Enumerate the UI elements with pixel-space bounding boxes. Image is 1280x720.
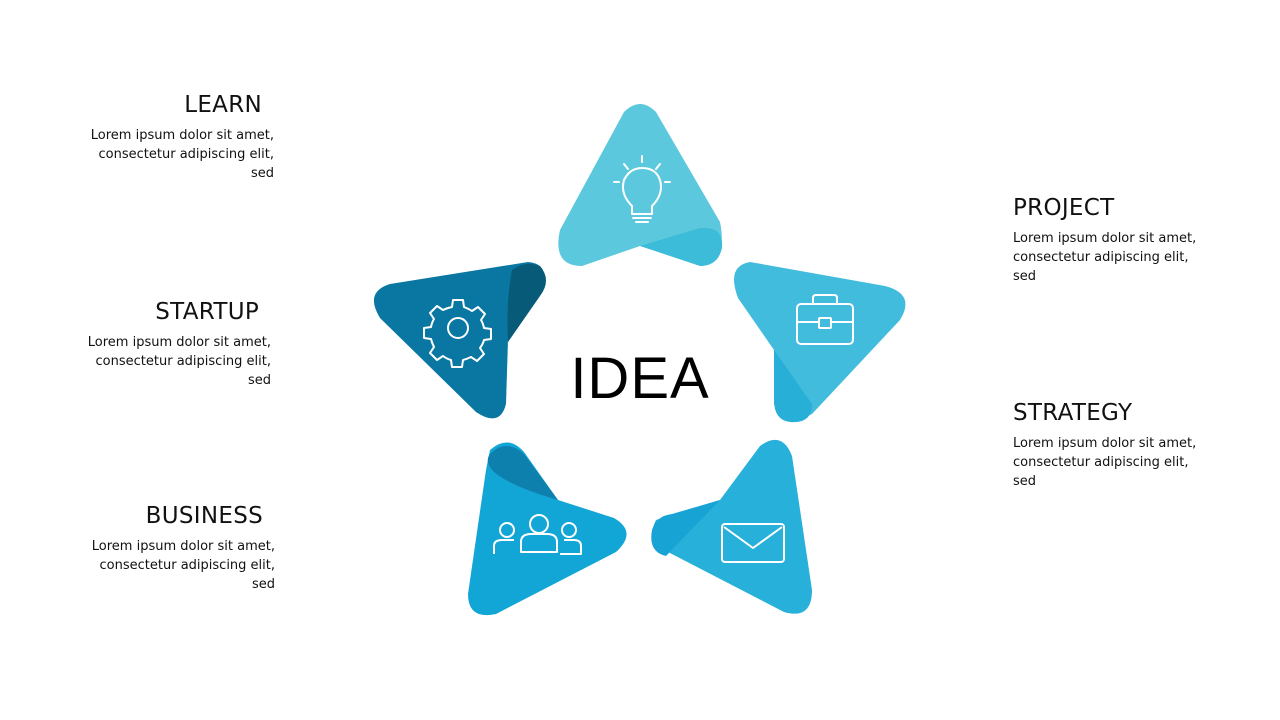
learn-heading: LEARN: [184, 92, 262, 118]
strategy-text: Lorem ipsum dolor sit amet, consectetur …: [1013, 434, 1213, 491]
learn-text-line: Lorem ipsum dolor sit amet,: [90, 128, 274, 143]
business-block: BUSINESS Lorem ipsum dolor sit amet, con…: [75, 503, 275, 594]
project-block: PROJECT Lorem ipsum dolor sit amet, cons…: [1013, 195, 1213, 286]
project-text: Lorem ipsum dolor sit amet, consectetur …: [1013, 229, 1213, 286]
segment-upper-right: [734, 262, 906, 423]
segment-upper-right-fold: [774, 350, 812, 423]
lightbulb-icon: [613, 155, 671, 223]
strategy-text-line: sed: [1013, 474, 1037, 489]
business-text-line: sed: [251, 577, 275, 592]
project-heading: PROJECT: [1013, 195, 1115, 221]
segment-top-shape: [558, 104, 722, 266]
center-idea-label: IDEA: [570, 346, 710, 411]
project-text-line: Lorem ipsum dolor sit amet,: [1013, 231, 1197, 246]
briefcase-icon: [796, 294, 854, 345]
segment-left-fold: [507, 263, 546, 342]
learn-block: LEARN Lorem ipsum dolor sit amet, consec…: [74, 92, 274, 183]
segment-top: [558, 104, 723, 266]
segment-left: [373, 262, 546, 419]
startup-text-line: consectetur adipiscing elit,: [95, 354, 271, 369]
business-text-line: Lorem ipsum dolor sit amet,: [91, 539, 275, 554]
segment-left-shape: [373, 262, 544, 419]
segment-lower-right-shape: [652, 439, 812, 614]
project-text-line: sed: [1013, 269, 1037, 284]
business-heading: BUSINESS: [145, 503, 263, 529]
startup-heading: STARTUP: [155, 299, 259, 325]
startup-text-line: Lorem ipsum dolor sit amet,: [87, 335, 271, 350]
segment-lower-right: [651, 439, 812, 614]
learn-text-line: sed: [250, 166, 274, 181]
project-text-line: consectetur adipiscing elit,: [1013, 250, 1189, 265]
segment-lower-right-fold: [651, 500, 720, 556]
startup-block: STARTUP Lorem ipsum dolor sit amet, cons…: [71, 299, 271, 390]
business-text: Lorem ipsum dolor sit amet, consectetur …: [75, 537, 275, 594]
segment-upper-right-shape: [734, 262, 906, 421]
learn-text-line: consectetur adipiscing elit,: [98, 147, 274, 162]
strategy-text-line: consectetur adipiscing elit,: [1013, 455, 1189, 470]
strategy-block: STRATEGY Lorem ipsum dolor sit amet, con…: [1013, 400, 1213, 491]
learn-text: Lorem ipsum dolor sit amet, consectetur …: [74, 126, 274, 183]
startup-text-line: sed: [247, 373, 271, 388]
business-text-line: consectetur adipiscing elit,: [99, 558, 275, 573]
gear-icon: [423, 299, 492, 368]
envelope-icon: [721, 523, 785, 563]
strategy-heading: STRATEGY: [1013, 400, 1133, 426]
startup-text: Lorem ipsum dolor sit amet, consectetur …: [71, 333, 271, 390]
segment-top-fold: [640, 227, 723, 266]
strategy-text-line: Lorem ipsum dolor sit amet,: [1013, 436, 1197, 451]
segment-lower-left-fold: [487, 446, 558, 500]
people-icon: [493, 514, 582, 555]
